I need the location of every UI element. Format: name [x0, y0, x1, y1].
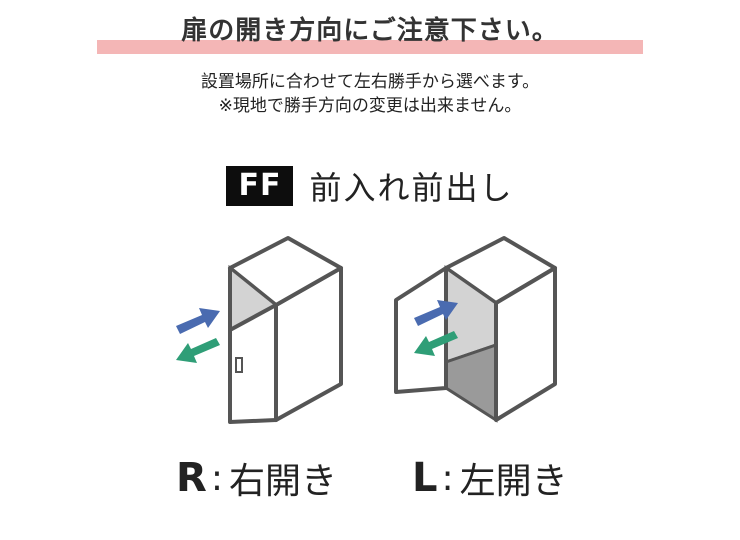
caption-l-letter: L: [412, 455, 438, 501]
title-highlight-bar: [97, 40, 643, 54]
caption-l-colon: :: [441, 457, 454, 499]
cabinet-r-handle: [235, 357, 243, 373]
model-label: 前入れ前出し: [309, 169, 514, 207]
arrow-out-right: [176, 338, 220, 363]
model-heading: FF 前入れ前出し: [0, 162, 740, 210]
caption-r-letter: R: [176, 455, 207, 501]
caption-l-label: 左開き: [459, 461, 568, 502]
caption-r-colon: :: [210, 457, 223, 499]
caption-right-opening: R : 右開き: [176, 452, 337, 504]
model-badge: FF: [226, 166, 294, 206]
caption-r-label: 右開き: [228, 461, 337, 502]
cabinet-left-opening-illustration: [394, 236, 557, 423]
arrow-in-left: [414, 300, 458, 326]
subtitle: 設置場所に合わせて左右勝手から選べます。 ※現地で勝手方向の変更は出来ません。: [0, 70, 740, 118]
arrow-in-right: [176, 308, 220, 334]
cabinet-right-opening-illustration: [228, 236, 343, 424]
title-area: 扉の開き方向にご注意下さい。: [0, 6, 740, 56]
page-title: 扉の開き方向にご注意下さい。: [181, 16, 559, 46]
caption-left-opening: L : 左開き: [412, 452, 568, 504]
arrows-right: [176, 308, 220, 363]
subtitle-line-2: ※現地で勝手方向の変更は出来ません。: [218, 96, 522, 116]
arrows-left: [414, 300, 458, 356]
cabinet-l-door: [394, 266, 448, 394]
arrow-out-left: [414, 331, 458, 356]
subtitle-line-1: 設置場所に合わせて左右勝手から選べます。: [200, 72, 540, 92]
